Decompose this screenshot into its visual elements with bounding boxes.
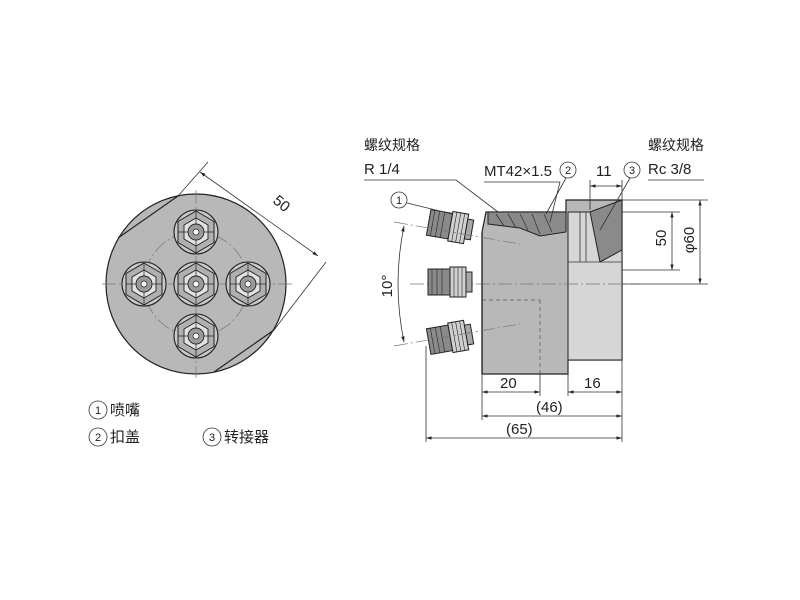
- thread-spec-left-value: R 1/4: [364, 161, 400, 178]
- front-view: 50: [102, 161, 327, 378]
- dim-phi60: φ60: [681, 227, 698, 253]
- nozzle-top: [173, 209, 219, 255]
- side-nozzle-bottom: [425, 318, 476, 357]
- nozzle-center: [173, 261, 219, 307]
- cap-thread-label: MT42×1.5: [484, 163, 552, 180]
- callout-3: [623, 161, 641, 179]
- nozzle-right: [225, 261, 271, 307]
- thread-spec-right-title: 螺纹规格: [648, 138, 704, 154]
- dim-20: 20: [500, 375, 517, 392]
- svg-text:1: 1: [396, 195, 402, 207]
- legend: 1 喷嘴 2 扣盖 3 转接器: [88, 400, 269, 447]
- thread-spec-right-value: Rc 3/8: [648, 161, 691, 178]
- svg-text:2: 2: [565, 165, 571, 177]
- dim-65: (65): [506, 421, 533, 438]
- svg-text:1: 1: [95, 405, 101, 417]
- legend-item-1: 喷嘴: [110, 401, 140, 419]
- dim-11: 11: [596, 163, 612, 180]
- nozzle-left: [121, 261, 167, 307]
- dim-arc-10deg: [397, 225, 405, 343]
- dim-16: 16: [584, 375, 601, 392]
- thread-spec-left-title: 螺纹规格: [364, 138, 420, 154]
- side-view: 10° 螺纹规格 R 1/4 MT42×1.5 1 2 11 3 螺纹规格 Rc…: [364, 138, 708, 442]
- callout-2: [559, 161, 577, 179]
- legend-item-2: 扣盖: [110, 428, 140, 446]
- svg-text:3: 3: [629, 165, 635, 177]
- cap-thread-area: [487, 211, 567, 237]
- dim-10-degrees: 10°: [379, 275, 396, 298]
- dim-46: (46): [536, 399, 563, 416]
- side-nozzle-top: [425, 207, 476, 246]
- dim-50-diagonal: 50: [269, 192, 293, 216]
- svg-text:3: 3: [209, 432, 215, 444]
- dim-line-50-diagonal: [199, 171, 319, 257]
- callout-1: [390, 191, 408, 209]
- legend-item-3: 转接器: [224, 428, 269, 446]
- nozzle-bottom: [173, 313, 219, 359]
- dim-50-right: 50: [653, 230, 670, 247]
- side-nozzle-middle: [427, 266, 473, 298]
- svg-text:2: 2: [95, 432, 101, 444]
